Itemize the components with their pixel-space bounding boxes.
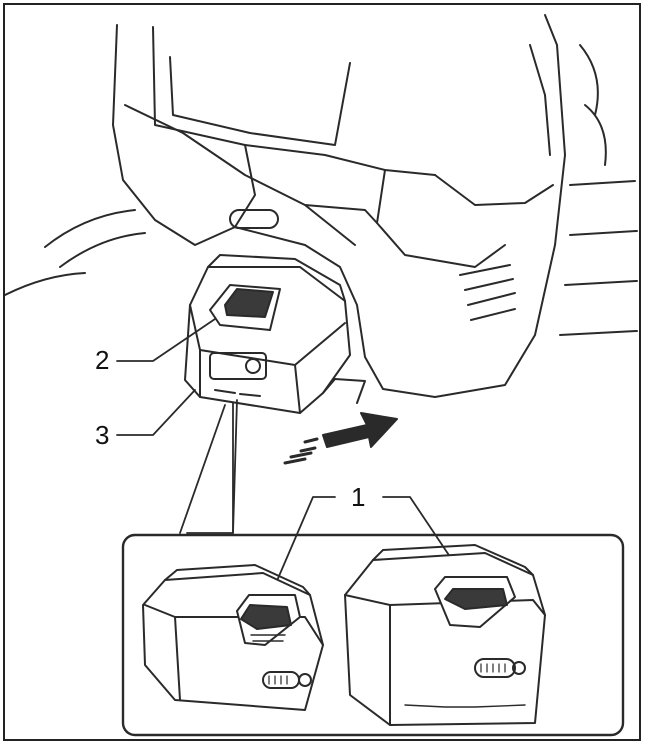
inserted-battery — [184, 254, 366, 414]
callout-1: 1 — [351, 482, 366, 512]
insertion-arrow — [283, 412, 398, 465]
battery-left — [142, 564, 324, 711]
leader-2 — [116, 318, 216, 362]
leader-3 — [116, 389, 196, 436]
battery-right — [344, 544, 546, 726]
figure-frame: 2 3 1 — [3, 3, 641, 741]
callout-3: 3 — [95, 420, 110, 450]
zoom-leader-left — [186, 399, 238, 534]
battery-insertion-diagram — [5, 14, 638, 737]
detail-inset — [121, 533, 625, 737]
leader-1a — [269, 496, 336, 598]
callout-2: 2 — [95, 345, 110, 375]
tool-body — [5, 14, 638, 398]
callout-leaders — [116, 318, 482, 604]
